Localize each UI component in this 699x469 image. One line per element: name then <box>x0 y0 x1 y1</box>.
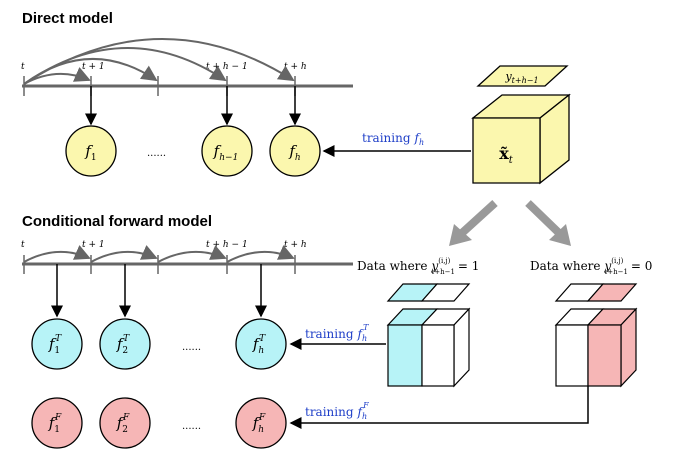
cond-arc-3 <box>157 245 227 263</box>
cond-model-fT1 <box>31 318 83 370</box>
cond-label-th1: t + h − 1 <box>206 240 248 250</box>
cond-arc-4 <box>226 245 295 263</box>
direct-label-t: t <box>21 62 25 72</box>
data-cube-y0 <box>554 283 638 388</box>
cond-label-t: t <box>21 240 25 250</box>
data-cube-y1 <box>386 283 471 388</box>
cond-model-fFh <box>235 397 287 449</box>
split-arrow-right <box>525 200 571 246</box>
direct-label-th1: t + h − 1 <box>206 62 248 72</box>
cond-label-t1: t + 1 <box>82 240 105 250</box>
direct-model-title: Direct model <box>22 10 113 27</box>
cond-model-fF2-label: f2F <box>116 413 130 435</box>
target-slab-label: yt+h−1 <box>504 70 538 85</box>
cond-model-fF2 <box>99 397 151 449</box>
cond-ellipsis-T: ...... <box>182 342 201 353</box>
cond-model-fT2 <box>99 318 151 370</box>
cond-ellipsis-F: ...... <box>182 421 201 432</box>
direct-label-t1: t + 1 <box>82 62 105 72</box>
cond-label-th: t + h <box>284 240 307 250</box>
cond-model-fTh-label: fhT <box>252 334 266 356</box>
direct-model-fh-label: fh <box>288 142 300 163</box>
direct-model-f1-label: f1 <box>84 142 96 163</box>
direct-model-fh <box>269 125 321 177</box>
input-cube <box>471 93 571 185</box>
direct-ellipsis: ...... <box>147 148 166 159</box>
cond-model-fFh-label: fhF <box>252 413 266 435</box>
direct-model-fh-minus-1 <box>201 125 253 177</box>
target-slab <box>476 65 569 87</box>
direct-model-fh-minus-1-label: fh−1 <box>213 142 239 163</box>
split-arrow-left <box>449 200 498 246</box>
direct-arc-4 <box>23 38 295 85</box>
cond-model-fF1 <box>31 397 83 449</box>
training-F-arrow <box>289 386 589 429</box>
cond-model-fTh <box>235 318 287 370</box>
input-cube-label: x̃t <box>499 144 514 166</box>
conditional-model-title: Conditional forward model <box>22 213 212 230</box>
cond-arc-2 <box>90 245 158 263</box>
direct-label-th: t + h <box>284 62 307 72</box>
cond-arc-1 <box>23 245 91 263</box>
cond-model-fT1-label: f1T <box>48 334 62 356</box>
cond-model-fF1-label: f1F <box>48 413 62 435</box>
direct-model-f1 <box>65 125 117 177</box>
cond-model-fT2-label: f2T <box>116 334 130 356</box>
